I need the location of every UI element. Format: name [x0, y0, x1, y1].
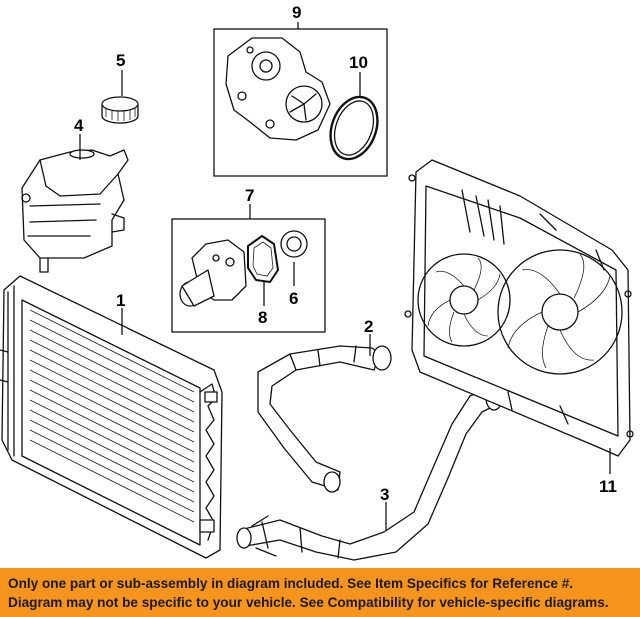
cooling-fan-assembly — [404, 159, 634, 457]
callout-10: 10 — [349, 53, 368, 72]
callout-11: 11 — [599, 477, 617, 496]
callout-9: 9 — [292, 3, 301, 22]
thermostat-group-box — [171, 218, 326, 333]
water-pump — [225, 37, 331, 141]
callout-8: 8 — [258, 308, 267, 327]
pump-o-ring — [329, 95, 379, 161]
callout-6: 6 — [289, 289, 298, 308]
disclaimer-line-1: Only one part or sub-assembly in diagram… — [8, 576, 574, 591]
upper-radiator-hose — [257, 345, 392, 493]
reservoir-cap — [101, 96, 139, 124]
thermostat-housing — [179, 239, 247, 307]
disclaimer-banner: Only one part or sub-assembly in diagram… — [0, 568, 640, 617]
callout-1: 1 — [116, 291, 125, 310]
coolant-reservoir — [21, 149, 129, 273]
callout-3: 3 — [380, 485, 389, 504]
parts-diagram: 1 2 3 4 5 6 7 8 9 10 11 — [0, 3, 634, 561]
thermostat-seal — [280, 230, 308, 258]
water-pump-group-box — [213, 28, 388, 177]
disclaimer-line-2: Diagram may not be specific to your vehi… — [8, 595, 609, 610]
callout-7: 7 — [245, 186, 254, 205]
thermostat-gasket — [247, 235, 279, 283]
callout-4: 4 — [74, 116, 84, 135]
callout-2: 2 — [364, 317, 373, 336]
radiator — [0, 275, 223, 559]
callout-5: 5 — [116, 51, 125, 70]
